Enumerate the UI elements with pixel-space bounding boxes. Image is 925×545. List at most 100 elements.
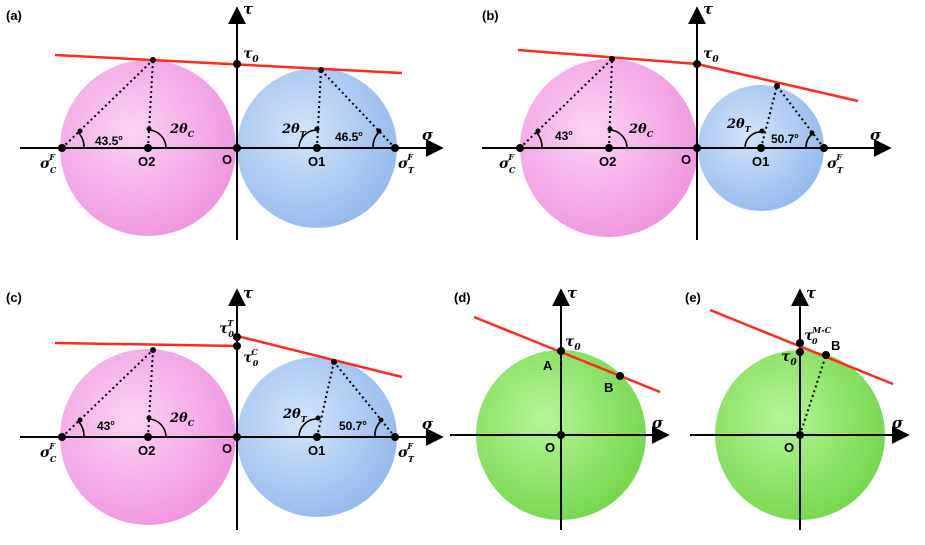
point-sigma-t xyxy=(391,433,399,441)
tau-axis-label: τ xyxy=(567,284,578,302)
point-tau0 xyxy=(233,60,241,68)
point-o2 xyxy=(144,433,152,441)
tau0-label: τ0 xyxy=(781,349,797,368)
panel-c: (c) xyxy=(6,284,444,530)
points xyxy=(516,56,828,152)
point-tau0 xyxy=(796,348,804,356)
point-sigma-t xyxy=(820,144,828,152)
sigma-axis-label: σ xyxy=(422,415,434,433)
two-theta-c-label: 2θC xyxy=(169,411,195,428)
two-theta-t-label: 2θT xyxy=(281,122,307,139)
sigma-axis-label: σ xyxy=(652,414,664,432)
tau0-label: τ0 xyxy=(703,46,719,65)
point-o xyxy=(796,431,804,439)
panel-d: (d) τ σ τ0 A B O xyxy=(450,284,670,530)
failure-envelope-line xyxy=(709,308,894,386)
tau-axis-label: τ xyxy=(703,0,714,18)
origin-label: O xyxy=(681,152,691,167)
o1-label: O1 xyxy=(308,443,325,458)
tau0-label: τ0 xyxy=(243,46,259,65)
point-o1 xyxy=(313,433,321,441)
sigma-axis-label: σ xyxy=(422,126,434,144)
tau-axis-label: τ xyxy=(806,284,817,302)
o2-label: O2 xyxy=(138,154,155,169)
point-o1 xyxy=(313,144,321,152)
point-tau0 xyxy=(693,60,701,68)
point-b-label: B xyxy=(604,380,613,395)
panel-b: (b) xyxy=(482,0,892,240)
point-b xyxy=(822,351,830,359)
point-b xyxy=(616,372,624,380)
tau-axis-label: τ xyxy=(243,0,254,18)
tangent-point-t xyxy=(318,67,324,73)
point-o xyxy=(693,144,701,152)
o2-label: O2 xyxy=(599,154,616,169)
tension-envelope-line xyxy=(236,334,403,379)
point-tau0-t xyxy=(233,333,241,341)
tangent-point-t xyxy=(774,83,780,89)
failure-envelope-line xyxy=(54,53,403,75)
angle-t-label: 50.7o xyxy=(771,132,799,146)
tangent-point-t xyxy=(331,359,337,365)
origin-label: O xyxy=(784,440,794,455)
points xyxy=(796,339,830,439)
o1-label: O1 xyxy=(308,154,325,169)
tau-axis-label: τ xyxy=(243,284,254,302)
sigma-axis-label: σ xyxy=(892,414,904,432)
two-theta-t-label: 2θT xyxy=(282,407,308,424)
dotted-radii xyxy=(61,59,396,149)
point-sigma-c xyxy=(58,433,66,441)
dotted-radii xyxy=(519,58,825,149)
point-o xyxy=(557,431,565,439)
compression-envelope-line xyxy=(54,341,238,348)
points xyxy=(58,333,399,441)
two-theta-c-label: 2θC xyxy=(169,122,195,139)
dotted-radius xyxy=(799,354,827,436)
o2-label: O2 xyxy=(138,443,155,458)
panel-e-label: (e) xyxy=(685,290,701,305)
two-theta-t-label: 2θT xyxy=(726,117,752,134)
point-tau0-mc xyxy=(796,339,804,347)
points xyxy=(557,347,624,439)
point-a-label: A xyxy=(543,358,553,373)
point-o1 xyxy=(757,144,765,152)
point-tau0-c xyxy=(233,342,241,350)
origin-label: O xyxy=(222,152,232,167)
panel-d-label: (d) xyxy=(454,290,471,305)
tangent-point-c xyxy=(609,56,615,62)
o1-label: O1 xyxy=(752,154,769,169)
point-sigma-t xyxy=(391,144,399,152)
panel-a-label: (a) xyxy=(6,8,22,23)
sigma-axis-label: σ xyxy=(870,126,882,144)
tau0-label: τ0 xyxy=(565,334,581,353)
dotted-radii xyxy=(61,349,396,438)
panel-a: (a) xyxy=(6,0,444,240)
points xyxy=(58,57,399,152)
angle-t-label: 50.7o xyxy=(339,419,367,433)
tangent-point-c xyxy=(150,347,156,353)
angle-t-label: 46.5o xyxy=(335,130,363,144)
angle-c-label: 43.5o xyxy=(95,134,123,148)
point-o2 xyxy=(605,144,613,152)
failure-envelope-line xyxy=(473,315,661,394)
angle-c-label: 43o xyxy=(97,419,115,433)
point-o2 xyxy=(144,144,152,152)
point-o xyxy=(233,144,241,152)
point-b-label: B xyxy=(831,338,840,353)
angle-c-label: 43o xyxy=(555,129,573,143)
point-o xyxy=(233,433,241,441)
origin-label: O xyxy=(222,441,232,456)
panel-c-label: (c) xyxy=(6,290,22,305)
tangent-point-c xyxy=(150,57,156,63)
